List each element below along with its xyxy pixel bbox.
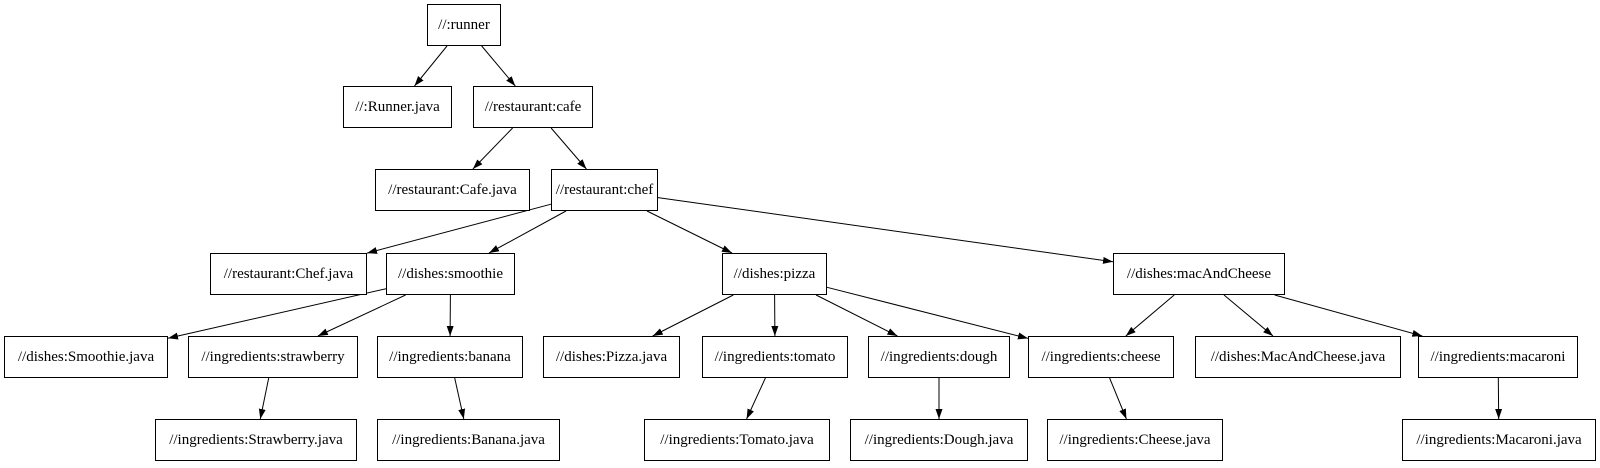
edge-pizza-to-pizza-java xyxy=(652,294,734,337)
node-label: //restaurant:cafe xyxy=(484,98,582,115)
edge-pizza-to-dough xyxy=(815,294,898,337)
node-label: //dishes:smoothie xyxy=(398,265,503,282)
node-label: //ingredients:strawberry xyxy=(201,348,345,365)
edge-mac-and-cheese-to-cheese xyxy=(1125,294,1175,337)
node-label: //ingredients:dough xyxy=(880,348,998,365)
graph-node-cheese-java: //ingredients:Cheese.java xyxy=(1047,419,1223,461)
edge-cheese-to-cheese-java xyxy=(1109,377,1127,420)
node-label: //restaurant:Chef.java xyxy=(223,265,354,282)
graph-node-strawberry-java: //ingredients:Strawberry.java xyxy=(155,419,357,461)
node-label: //restaurant:chef xyxy=(555,181,654,198)
node-label: //dishes:Pizza.java xyxy=(555,348,668,365)
edge-cafe-to-chef xyxy=(550,127,587,170)
node-label: //dishes:MacAndCheese.java xyxy=(1210,348,1386,365)
graph-node-runner-java: //:Runner.java xyxy=(343,86,452,128)
node-label: //dishes:Smoothie.java xyxy=(17,348,155,365)
edge-cafe-to-cafe-java xyxy=(472,127,513,170)
node-label: //ingredients:Macaroni.java xyxy=(1416,431,1582,448)
graph-node-banana-java: //ingredients:Banana.java xyxy=(377,419,560,461)
node-label: //ingredients:macaroni xyxy=(1430,348,1566,365)
edge-smoothie-to-strawberry xyxy=(317,294,406,337)
graph-node-cafe: //restaurant:cafe xyxy=(473,86,593,128)
edge-mac-and-cheese-to-macaroni xyxy=(1274,294,1423,337)
graph-node-smoothie-java: //dishes:Smoothie.java xyxy=(4,336,168,378)
graph-node-mac-and-cheese-java: //dishes:MacAndCheese.java xyxy=(1195,336,1401,378)
graph-node-chef-java: //restaurant:Chef.java xyxy=(210,253,367,295)
node-label: //:runner xyxy=(438,16,490,33)
graph-node-mac-and-cheese: //dishes:macAndCheese xyxy=(1113,253,1285,295)
edge-chef-to-pizza xyxy=(646,210,733,254)
node-label: //ingredients:Dough.java xyxy=(864,431,1014,448)
node-label: //ingredients:Banana.java xyxy=(392,431,545,448)
edge-chef-to-chef-java xyxy=(366,203,552,254)
graph-node-cafe-java: //restaurant:Cafe.java xyxy=(375,169,530,211)
graph-node-dough: //ingredients:dough xyxy=(868,336,1010,378)
edge-strawberry-to-strawberry-java xyxy=(258,377,270,420)
graph-node-runner: //:runner xyxy=(427,4,501,46)
node-label: //ingredients:Tomato.java xyxy=(660,431,814,448)
node-label: //ingredients:Strawberry.java xyxy=(169,431,343,448)
graph-node-dough-java: //ingredients:Dough.java xyxy=(850,419,1028,461)
edge-smoothie-to-smoothie-java xyxy=(167,288,387,340)
edge-runner-to-runner-java xyxy=(414,45,448,87)
graph-node-cheese: //ingredients:cheese xyxy=(1028,336,1174,378)
graph-node-macaroni-java: //ingredients:Macaroni.java xyxy=(1402,419,1596,461)
graph-node-strawberry: //ingredients:strawberry xyxy=(188,336,358,378)
graph-node-banana: //ingredients:banana xyxy=(377,336,523,378)
node-label: //ingredients:cheese xyxy=(1041,348,1161,365)
node-label: //dishes:macAndCheese xyxy=(1126,265,1272,282)
graph-node-chef: //restaurant:chef xyxy=(551,169,658,211)
edge-tomato-to-tomato-java xyxy=(746,377,766,420)
node-label: //ingredients:banana xyxy=(389,348,511,365)
node-label: //ingredients:Cheese.java xyxy=(1059,431,1211,448)
edge-chef-to-mac-and-cheese xyxy=(657,197,1114,264)
graph-node-pizza: //dishes:pizza xyxy=(722,253,827,295)
graph-node-smoothie: //dishes:smoothie xyxy=(386,253,515,295)
node-label: //restaurant:Cafe.java xyxy=(388,181,517,198)
node-label: //dishes:pizza xyxy=(733,265,816,282)
edge-chef-to-smoothie xyxy=(488,210,567,254)
edge-runner-to-cafe xyxy=(481,45,516,87)
edge-banana-to-banana-java xyxy=(454,377,466,420)
edge-mac-and-cheese-to-mac-and-cheese-java xyxy=(1223,294,1274,337)
graph-node-tomato-java: //ingredients:Tomato.java xyxy=(644,419,830,461)
node-label: //:Runner.java xyxy=(355,98,440,115)
edge-pizza-to-cheese xyxy=(826,286,1029,340)
graph-node-tomato: //ingredients:tomato xyxy=(702,336,848,378)
node-label: //ingredients:tomato xyxy=(714,348,836,365)
graph-node-pizza-java: //dishes:Pizza.java xyxy=(543,336,680,378)
graph-node-macaroni: //ingredients:macaroni xyxy=(1418,336,1578,378)
